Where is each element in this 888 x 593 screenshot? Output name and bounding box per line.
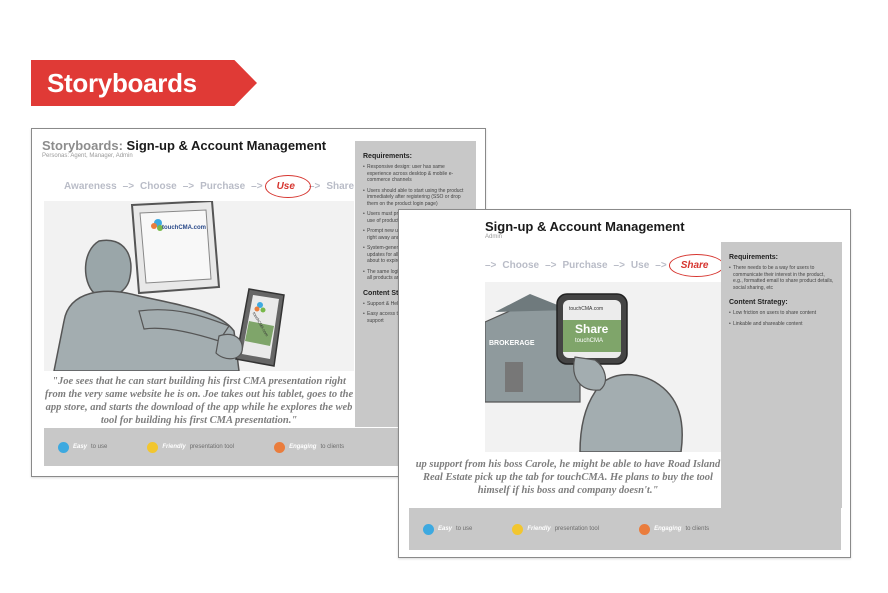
engaging-dot-icon (274, 441, 286, 453)
journey-flow: –> Choose –> Purchase –> Use –> Share (485, 254, 725, 277)
easy-dot-icon (423, 523, 434, 535)
banner-title: Storyboards (47, 67, 197, 98)
card-title: Sign-up & Account Management (485, 219, 685, 234)
flow-arrow: –> (485, 260, 497, 271)
attribute-engaging: Engaging to clients (639, 523, 710, 535)
journey-flow: Awareness –> Choose –> Purchase –> Use –… (64, 175, 355, 198)
section-banner: Storyboards (31, 60, 257, 106)
attribute-friendly-label: Friendly (527, 526, 551, 532)
attribute-easy: Easy to use (423, 523, 473, 535)
flow-step-use-active: Use (264, 175, 311, 198)
attribute-friendly-label: Friendly (162, 444, 186, 450)
flow-arrow: –> (308, 181, 321, 192)
laptop-site-label: touchCMA.com (162, 225, 206, 231)
attribute-footer: Easy to use Friendly presentation tool E… (409, 508, 841, 550)
flow-arrow: –> (182, 181, 195, 192)
flow-step-awareness: Awareness (64, 181, 117, 192)
requirements-heading: Requirements: (363, 153, 413, 160)
storyboard-quote: up support from his boss Carole, he migh… (415, 459, 721, 496)
flow-step-share: Share (326, 181, 355, 192)
attribute-friendly: Friendly presentation tool (512, 523, 600, 535)
share-label: Share (575, 322, 609, 336)
flow-arrow: –> (545, 260, 557, 271)
content-strategy-heading: Content Strategy: (363, 289, 422, 297)
flow-step-purchase: Purchase (200, 181, 246, 192)
building-sign: BROKERAGE (489, 340, 535, 347)
card-title: Storyboards: Sign-up & Account Managemen… (42, 138, 326, 153)
phone-site-label: touchCMA.com (569, 306, 604, 312)
attribute-easy-text: to use (91, 444, 108, 450)
content-strategy-list: Low friction on users to share content L… (729, 310, 834, 327)
easy-dot-icon (58, 441, 69, 453)
storyboard-quote: "Joe sees that he can start building his… (44, 376, 354, 426)
content-item: Linkable and shareable content (729, 321, 834, 328)
attribute-friendly-text: presentation tool (189, 444, 235, 450)
attribute-friendly-text: presentation tool (554, 526, 600, 532)
card-subtitle: Admin (485, 234, 503, 240)
flow-step-use: Use (630, 260, 650, 271)
flow-arrow: –> (655, 260, 667, 271)
content-strategy-heading: Content Strategy: (729, 299, 788, 306)
card-title-text: Sign-up & Account Management (126, 138, 327, 153)
flow-step-purchase: Purchase (562, 260, 608, 271)
attribute-engaging: Engaging to clients (274, 441, 345, 453)
card-title-prefix: Storyboards: (42, 138, 123, 153)
requirement-item: Responsive design: user has same experie… (363, 164, 468, 184)
requirements-panel: Requirements: There needs to be a way fo… (721, 242, 842, 508)
attribute-engaging-label: Engaging (289, 444, 317, 450)
attribute-friendly: Friendly presentation tool (147, 441, 235, 453)
illustration-laptop-person (44, 201, 354, 371)
requirements-heading: Requirements: (729, 254, 779, 261)
storyboard-card-2: Sign-up & Account Management Admin –> Ch… (398, 209, 851, 558)
attribute-engaging-text: to clients (685, 526, 710, 532)
attribute-engaging-label: Engaging (654, 526, 682, 532)
requirement-item: There needs to be a way for users to com… (729, 265, 834, 291)
requirements-list: There needs to be a way for users to com… (729, 265, 834, 291)
friendly-dot-icon (147, 441, 159, 453)
highlight-ring (264, 175, 311, 198)
storyboard-illustration: touchCMA.com touchCMA.com (44, 201, 354, 371)
engaging-dot-icon (639, 523, 651, 535)
attribute-easy-label: Easy (73, 444, 88, 450)
storyboard-illustration: BROKERAGE touchCMA.com Share touchCMA (485, 282, 721, 452)
storyboard-card-1: Storyboards: Sign-up & Account Managemen… (31, 128, 486, 477)
flow-step-choose: Choose (140, 181, 177, 192)
flow-arrow: –> (122, 181, 135, 192)
flow-arrow: –> (251, 181, 263, 192)
content-item: Low friction on users to share content (729, 310, 834, 317)
content-item: Support & Help Content (363, 301, 468, 308)
attribute-easy-text: to use (456, 526, 473, 532)
flow-arrow: –> (613, 260, 625, 271)
attribute-easy: Easy to use (58, 441, 108, 453)
card-subtitle: Personas: Agent, Manager, Admin (42, 153, 133, 159)
share-sub-label: touchCMA (575, 338, 604, 344)
attribute-engaging-text: to clients (320, 444, 345, 450)
requirement-item: Users should able to start using the pro… (363, 188, 468, 208)
flow-step-choose: Choose (502, 260, 540, 271)
highlight-ring (668, 254, 725, 277)
attribute-easy-label: Easy (438, 526, 453, 532)
friendly-dot-icon (512, 523, 524, 535)
flow-step-share-active: Share (668, 254, 725, 277)
illustration-phone-share (485, 282, 721, 452)
